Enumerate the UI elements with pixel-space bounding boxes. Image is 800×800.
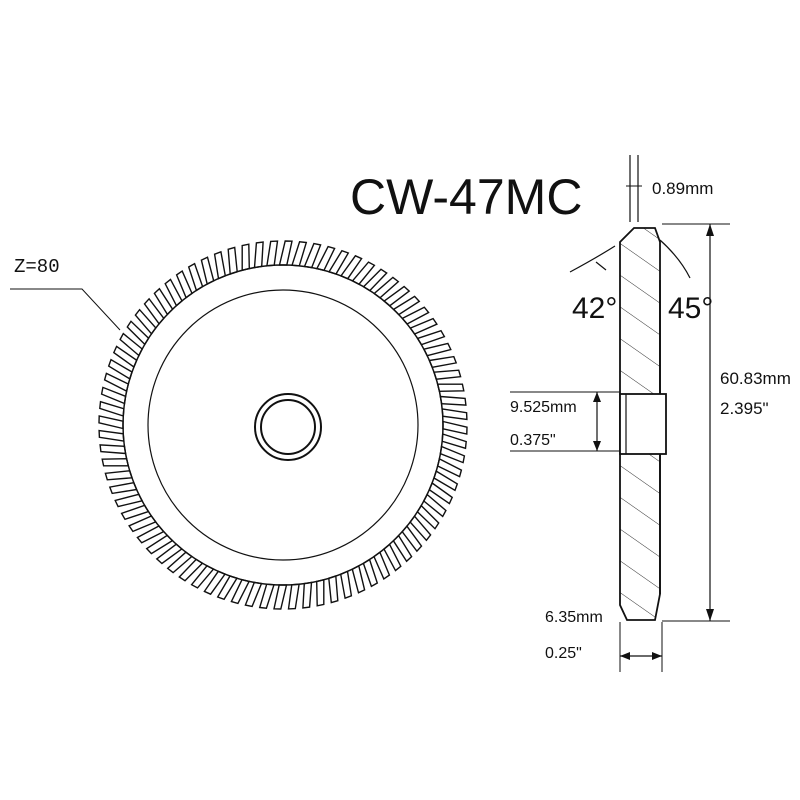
width-in-label: 0.25": [545, 645, 582, 662]
thickness-label: 0.89mm: [652, 179, 713, 198]
bore-outer: [254, 393, 322, 461]
saw-tooth: [266, 240, 279, 267]
saw-tooth: [339, 570, 353, 600]
saw-tooth: [439, 395, 467, 406]
saw-tooth: [114, 493, 144, 508]
saw-tooth: [291, 241, 308, 267]
saw-tooth: [422, 342, 452, 357]
saw-tooth: [108, 481, 138, 495]
saw-tooth: [428, 355, 458, 369]
hub-section: [619, 393, 667, 455]
diameter-mm-label: 60.83mm: [720, 369, 791, 388]
saw-tooth: [302, 581, 313, 609]
blade-rim: [122, 264, 444, 586]
angle-left-label: 42°: [572, 292, 617, 325]
saw-tooth: [98, 415, 124, 430]
saw-tooth: [241, 243, 251, 272]
angle-arc-left: [569, 245, 616, 273]
saw-tooth: [98, 429, 125, 442]
bore-in-label: 0.375": [510, 432, 556, 449]
blade-front-view: [98, 240, 468, 610]
saw-tooth: [99, 444, 127, 455]
teeth-count-label: Z=80: [14, 256, 60, 278]
saw-tooth: [351, 564, 366, 594]
saw-tooth: [273, 584, 288, 610]
saw-tooth: [439, 445, 466, 464]
saw-tooth: [442, 420, 468, 435]
saw-tooth: [258, 583, 275, 609]
angle-arc-right: [659, 239, 691, 279]
angle-right-label: 45°: [668, 292, 713, 325]
saw-tooth: [328, 575, 339, 604]
saw-tooth: [104, 470, 133, 481]
blade-face-circle: [147, 289, 419, 561]
width-mm-label: 6.35mm: [545, 609, 603, 626]
saw-tooth: [187, 262, 204, 292]
saw-tooth: [433, 369, 462, 380]
bore-mm-label: 9.525mm: [510, 399, 577, 416]
saw-tooth: [303, 242, 322, 269]
saw-tooth: [287, 583, 300, 610]
teeth-leader-line: [10, 288, 121, 331]
saw-tooth: [227, 246, 238, 275]
saw-tooth: [100, 386, 127, 405]
diameter-in-label: 2.395": [720, 399, 769, 418]
bore-inner: [260, 399, 316, 455]
saw-tooth: [278, 240, 293, 266]
saw-tooth: [244, 581, 263, 608]
saw-tooth: [362, 558, 379, 588]
saw-tooth: [101, 457, 130, 467]
drawing-title: CW-47MC: [350, 169, 582, 225]
saw-tooth: [441, 433, 467, 450]
saw-tooth: [99, 400, 125, 417]
blade-side-view: [619, 227, 667, 621]
saw-tooth: [253, 241, 264, 269]
saw-tooth: [315, 578, 325, 607]
saw-tooth: [416, 329, 446, 346]
saw-tooth: [441, 408, 468, 421]
saw-tooth: [213, 250, 227, 280]
blade-teeth: [98, 240, 468, 610]
saw-tooth: [120, 504, 150, 521]
saw-tooth: [200, 256, 215, 286]
saw-tooth: [436, 383, 465, 393]
